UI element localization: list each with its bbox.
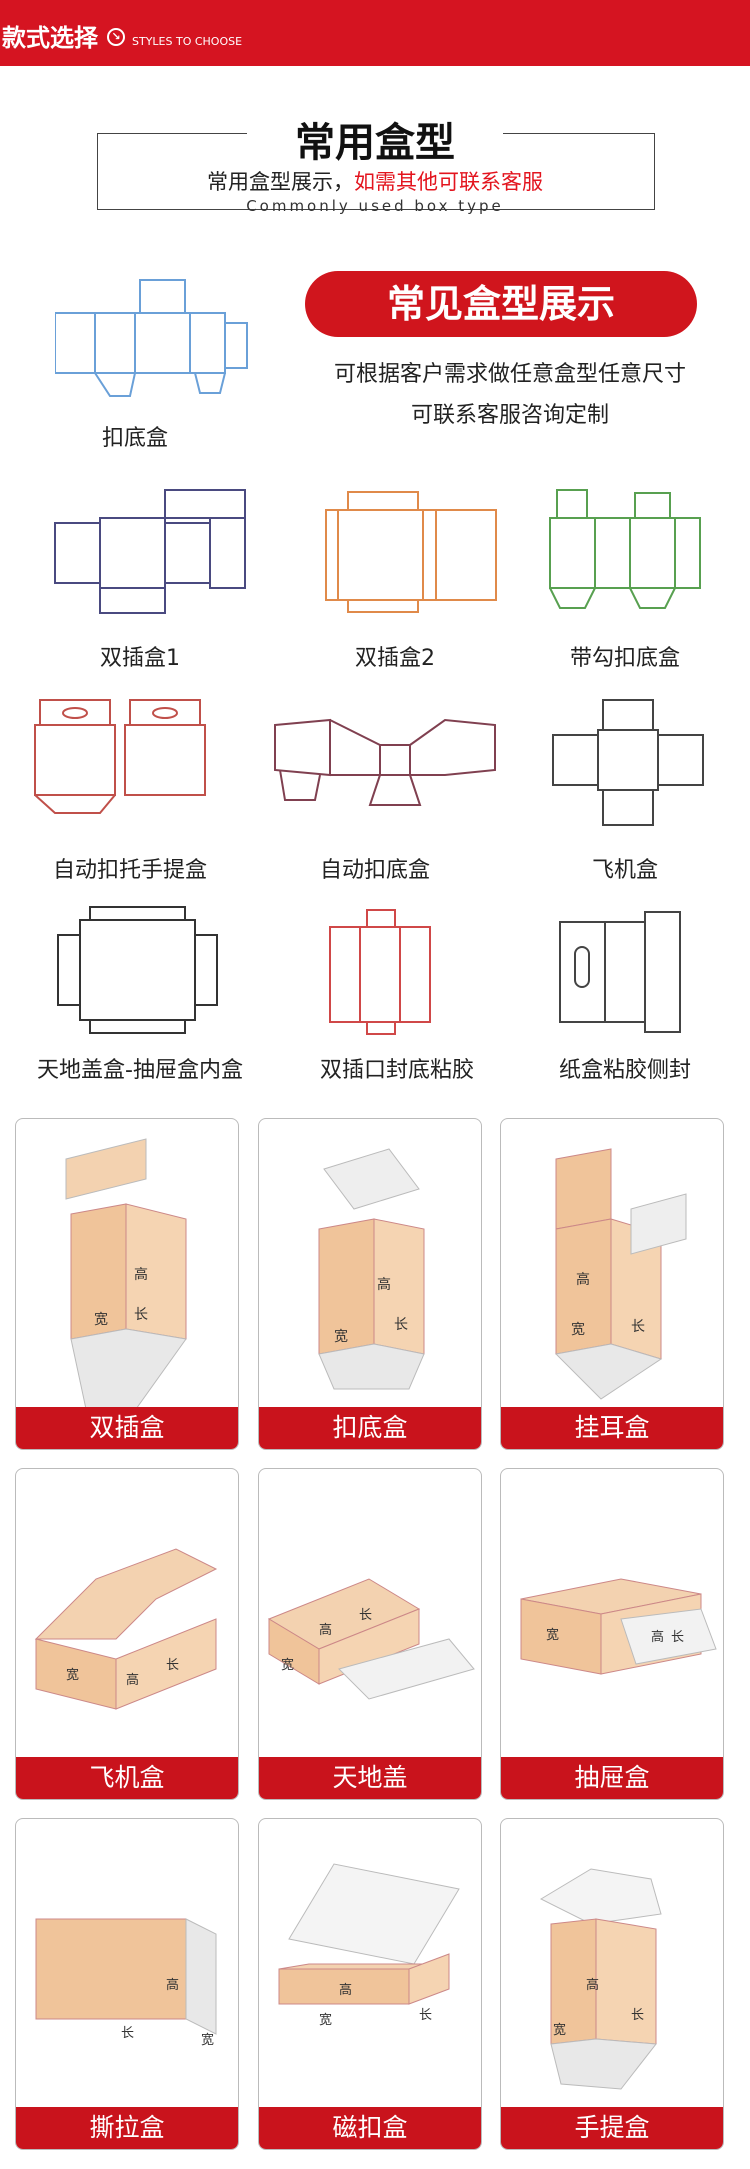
card-mark: 高 <box>319 1622 332 1638</box>
dieline-auto-lock-bottom <box>274 718 496 806</box>
box-illustration: 高 长 宽 <box>267 1578 475 1700</box>
frame-line-left <box>97 133 247 134</box>
intro-line-prefix: 常用盒型展示， <box>207 170 354 194</box>
card-label-tear-strip: 撕拉盒 <box>16 2107 238 2149</box>
header-bar: 款式选择 ↘ STYLES TO CHOOSE <box>0 0 750 66</box>
card-magnetic: 高 宽 长 磁扣盒 <box>258 1818 482 2150</box>
intro-frame <box>97 133 655 210</box>
dieline-double-tuck-2 <box>325 491 497 613</box>
box-illustration: 高 宽 长 <box>278 1863 460 2028</box>
dieline-label-6: 飞机盒 <box>591 858 658 883</box>
card-mark: 长 <box>419 2008 432 2023</box>
card-label-mailer: 飞机盒 <box>16 1757 238 1799</box>
card-mark: 高 <box>126 1672 139 1688</box>
card-drawer: 宽 高 长 抽屉盒 <box>500 1468 724 1800</box>
card-label-drawer: 抽屉盒 <box>501 1757 723 1799</box>
card-lock-bottom: 高 宽 长 扣底盒 <box>258 1118 482 1450</box>
intro-heading: 常用盒型 <box>295 120 455 166</box>
dieline-label-0: 扣底盒 <box>101 426 168 451</box>
card-label-hang-tab: 挂耳盒 <box>501 1407 723 1449</box>
showcase-pill: 常见盒型展示 <box>305 271 697 337</box>
box-illustration: 高 宽 长 <box>65 1138 187 1409</box>
card-mark: 宽 <box>546 1627 559 1643</box>
dieline-tuck-glue-bottom <box>329 909 431 1035</box>
dieline-label-8: 双插口封底粘胶 <box>319 1058 474 1083</box>
card-label-carry: 手提盒 <box>501 2107 723 2149</box>
showcase-note-1: 可根据客户需求做任意盒型任意尺寸 <box>333 362 686 387</box>
card-label-lid-base: 天地盖 <box>259 1757 481 1799</box>
intro-line: 常用盒型展示，如需其他可联系客服 <box>0 166 750 196</box>
dieline-side-glue <box>559 911 681 1033</box>
card-lid-base: 高 长 宽 天地盖 <box>258 1468 482 1800</box>
dieline-label-5: 自动扣底盒 <box>319 858 430 883</box>
card-tear-strip: 高 长 宽 撕拉盒 <box>15 1818 239 2150</box>
dieline-mailer-box <box>552 699 704 826</box>
dieline-label-7: 天地盖盒-抽屉盒内盒 <box>37 1058 243 1083</box>
card-label-lock-bottom: 扣底盒 <box>259 1407 481 1449</box>
card-mark: 宽 <box>281 1657 294 1673</box>
box-illustration: 高 宽 长 <box>539 1868 662 2090</box>
card-mark: 高 <box>576 1271 590 1288</box>
dieline-double-tuck-1 <box>54 489 246 614</box>
card-mark: 高 <box>339 1982 352 1998</box>
card-mark: 长 <box>134 1307 148 1323</box>
card-mark: 长 <box>121 2026 134 2041</box>
showcase-note-2: 可联系客服咨询定制 <box>410 403 609 428</box>
card-mark: 宽 <box>571 1321 585 1338</box>
dieline-label-3: 带勾扣底盒 <box>569 646 680 671</box>
intro-line-red: 如需其他可联系客服 <box>354 170 543 194</box>
header-title: 款式选择 <box>2 24 98 52</box>
dieline-label-9: 纸盒粘胶侧封 <box>558 1058 691 1083</box>
card-mark: 高 <box>586 1977 599 1993</box>
card-label-double-tuck: 双插盒 <box>16 1407 238 1449</box>
box-illustration: 高 宽 长 <box>554 1148 687 1400</box>
dieline-label-4: 自动扣托手提盒 <box>52 858 207 883</box>
card-mark: 长 <box>671 1630 684 1645</box>
card-mark: 高 <box>377 1276 391 1293</box>
box-illustration: 宽 高 长 <box>34 1548 218 1710</box>
dieline-label-2: 双插盒2 <box>355 646 435 671</box>
box-illustration: 高 宽 长 <box>318 1148 425 1390</box>
frame-line-right <box>503 133 654 134</box>
card-mark: 高 <box>134 1266 148 1283</box>
dieline-label-1: 双插盒1 <box>100 646 180 671</box>
box-illustration: 高 长 宽 <box>35 1918 217 2048</box>
card-hang-tab: 高 宽 长 挂耳盒 <box>500 1118 724 1450</box>
card-mark: 高 <box>651 1629 664 1645</box>
card-mark: 长 <box>394 1317 408 1333</box>
dieline-hook-lock <box>549 489 701 609</box>
card-mark: 宽 <box>66 1667 79 1683</box>
card-mark: 长 <box>631 1319 645 1335</box>
card-mark: 高 <box>166 1977 179 1993</box>
card-mark: 长 <box>166 1658 179 1673</box>
dieline-auto-carry <box>34 699 206 814</box>
dieline-lid-base <box>57 906 218 1034</box>
intro-english: Commonly used box type <box>246 197 504 215</box>
card-mark: 长 <box>631 2008 644 2023</box>
dieline-lock-bottom <box>55 279 248 397</box>
card-mark: 宽 <box>553 2022 566 2038</box>
card-carry: 高 宽 长 手提盒 <box>500 1818 724 2150</box>
header-subtitle: STYLES TO CHOOSE <box>132 35 243 48</box>
box-illustration: 宽 高 长 <box>520 1578 717 1675</box>
arrow-circle-icon: ↘ <box>107 28 125 46</box>
card-mark: 宽 <box>334 1328 348 1345</box>
card-mark: 宽 <box>319 2012 332 2028</box>
card-label-magnetic: 磁扣盒 <box>259 2107 481 2149</box>
card-mark: 长 <box>359 1608 372 1623</box>
card-double-tuck: 高 宽 长 双插盒 <box>15 1118 239 1450</box>
card-mailer: 宽 高 长 飞机盒 <box>15 1468 239 1800</box>
card-mark: 宽 <box>94 1311 108 1328</box>
card-mark: 宽 <box>201 2032 214 2048</box>
